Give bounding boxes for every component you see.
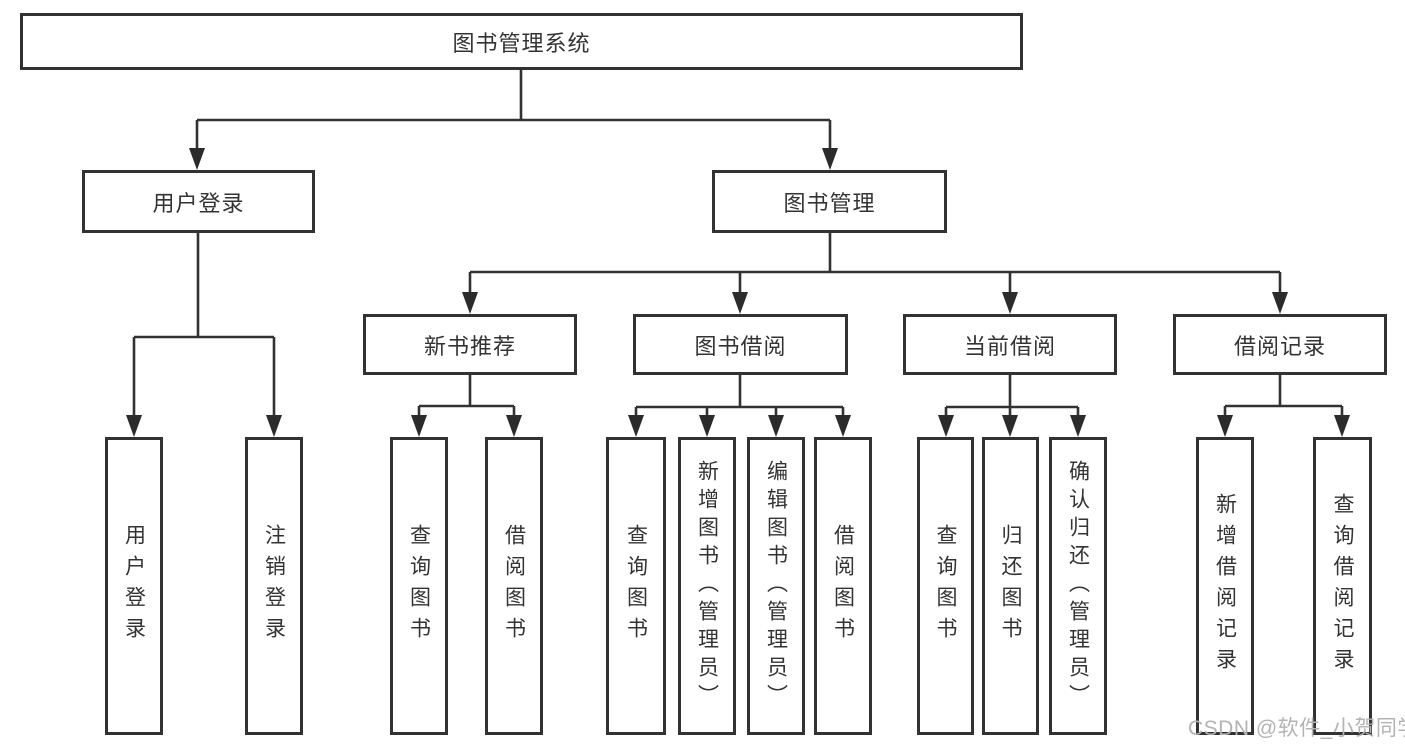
- connector-user-login: [132, 233, 276, 419]
- leaf-borrow-borrow-books-label: 借阅图书: [831, 524, 855, 648]
- watermark: CSDN @软件_小贺同学: [1188, 717, 1405, 740]
- node-new-book-recommend-label: 新书推荐: [423, 333, 516, 359]
- leaf-current-query-books-label: 查询图书: [934, 524, 957, 648]
- connector-new-book: [417, 375, 516, 419]
- leaf-borrow-borrow-books: 借阅图书: [814, 437, 872, 735]
- leaf-records-add-record: 新增借阅记录: [1196, 437, 1254, 735]
- node-current-borrow-label: 当前借阅: [963, 333, 1056, 359]
- arrowheads: [126, 148, 1350, 437]
- node-user-login-label: 用户登录: [152, 190, 245, 216]
- leaf-records-add-record-label: 新增借阅记录: [1213, 493, 1237, 679]
- leaf-logout-label: 注销登录: [262, 524, 286, 648]
- node-book-management: 图书管理: [712, 170, 947, 233]
- node-user-login: 用户登录: [82, 170, 315, 233]
- leaf-newbook-query-books-label: 查询图书: [407, 524, 431, 648]
- leaf-current-confirm-return-admin-label: 确认归还（管理员）: [1066, 460, 1090, 712]
- node-root: 图书管理系统: [20, 13, 1023, 70]
- leaf-records-query-record: 查询借阅记录: [1313, 437, 1372, 735]
- node-current-borrow: 当前借阅: [903, 314, 1117, 375]
- leaf-borrow-edit-books-admin: 编辑图书（管理员）: [747, 437, 805, 735]
- leaf-user-login: 用户登录: [105, 437, 163, 735]
- leaf-newbook-borrow-books-label: 借阅图书: [502, 524, 526, 648]
- leaf-user-login-label: 用户登录: [122, 524, 146, 648]
- leaf-current-query-books: 查询图书: [917, 437, 974, 735]
- leaf-borrow-query-books-label: 查询图书: [624, 524, 648, 648]
- node-root-label: 图书管理系统: [452, 30, 591, 56]
- connector-root: [195, 70, 832, 152]
- connector-borrow-records: [1223, 375, 1344, 419]
- leaf-borrow-query-books: 查询图书: [606, 437, 666, 735]
- node-book-borrow-label: 图书借阅: [694, 333, 787, 359]
- node-borrow-records-label: 借阅记录: [1233, 333, 1326, 359]
- leaf-current-return-books: 归还图书: [982, 437, 1039, 735]
- connector-current-borrow: [944, 375, 1080, 419]
- node-book-borrow: 图书借阅: [633, 314, 848, 375]
- leaf-newbook-query-books: 查询图书: [390, 437, 448, 735]
- leaf-borrow-edit-books-admin-label: 编辑图书（管理员）: [764, 460, 788, 712]
- leaf-logout: 注销登录: [245, 437, 303, 735]
- node-borrow-records: 借阅记录: [1173, 314, 1387, 375]
- node-book-management-label: 图书管理: [783, 190, 876, 216]
- leaf-borrow-add-books-admin-label: 新增图书（管理员）: [695, 460, 719, 712]
- connector-book-borrow: [634, 375, 845, 419]
- leaf-newbook-borrow-books: 借阅图书: [485, 437, 543, 735]
- leaf-current-return-books-label: 归还图书: [999, 524, 1022, 648]
- leaf-current-confirm-return-admin: 确认归还（管理员）: [1049, 437, 1107, 735]
- leaf-records-query-record-label: 查询借阅记录: [1331, 493, 1354, 679]
- connector-book-management: [468, 233, 1282, 296]
- leaf-borrow-add-books-admin: 新增图书（管理员）: [678, 437, 736, 735]
- node-new-book-recommend: 新书推荐: [363, 314, 577, 375]
